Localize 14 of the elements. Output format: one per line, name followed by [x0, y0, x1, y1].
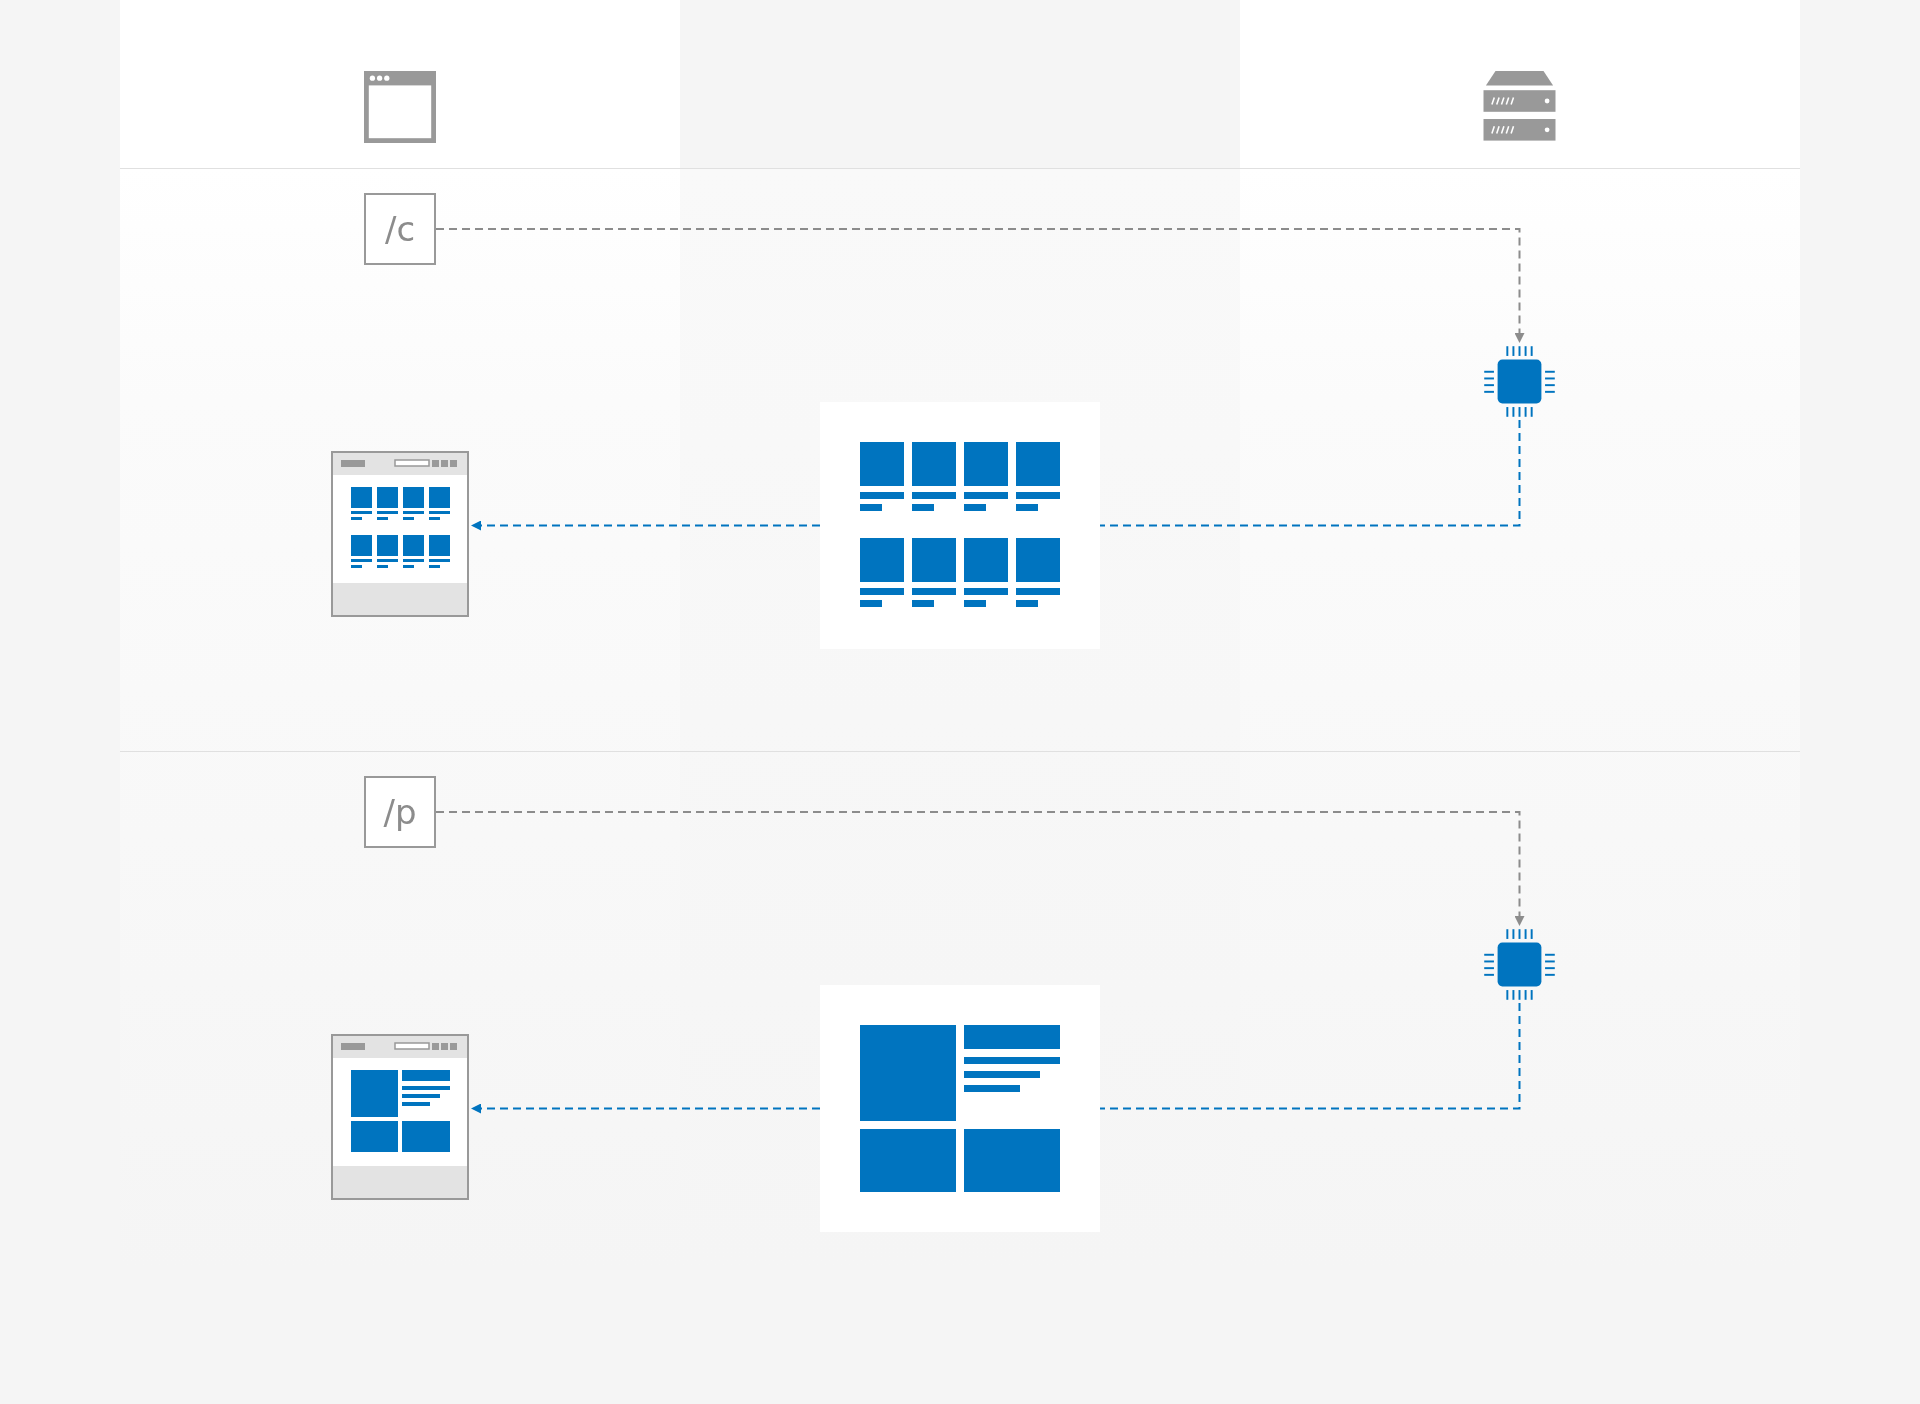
dashed-arrow	[471, 1103, 821, 1114]
dashed-arrow	[435, 811, 1525, 926]
grid-layout-drawing	[820, 402, 1100, 649]
detail-layout-drawing	[820, 985, 1100, 1232]
route-label: /c	[384, 209, 416, 249]
dashed-arrow	[471, 520, 821, 531]
web-page-drawing	[331, 451, 469, 617]
dashed-arrow	[435, 228, 1525, 343]
route-box	[364, 193, 436, 265]
web-page-drawing	[331, 1034, 469, 1200]
route-label: /p	[383, 792, 417, 832]
chip-icon	[1483, 928, 1556, 1001]
route-box	[364, 776, 436, 848]
chip-icon	[1483, 345, 1556, 418]
